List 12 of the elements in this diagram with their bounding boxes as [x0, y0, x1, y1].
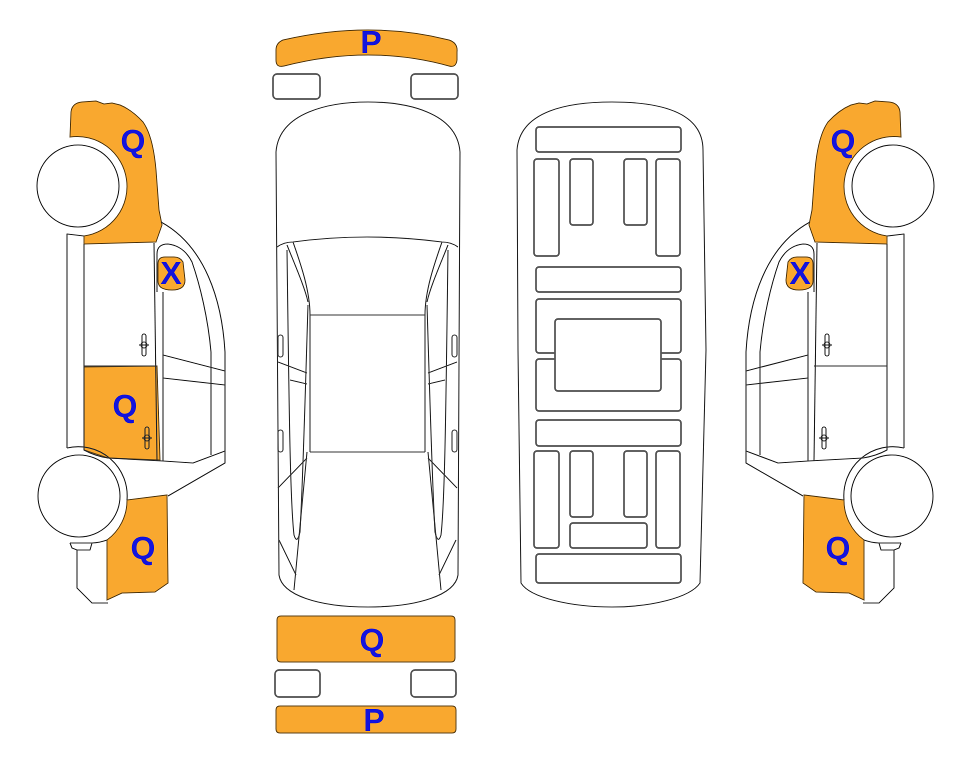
damage-panel [275, 705, 457, 734]
damage-panel [276, 615, 456, 663]
damage-panel [105, 493, 170, 602]
damage-panel [274, 27, 460, 70]
damage-code: P [360, 30, 382, 56]
damage-panel [82, 364, 162, 462]
damage-code: X [160, 260, 182, 286]
damage-code: P [363, 708, 385, 734]
damage-panel [156, 256, 187, 291]
damage-panel [801, 493, 866, 602]
damage-panel [785, 256, 815, 291]
damage-code: X [789, 260, 811, 286]
